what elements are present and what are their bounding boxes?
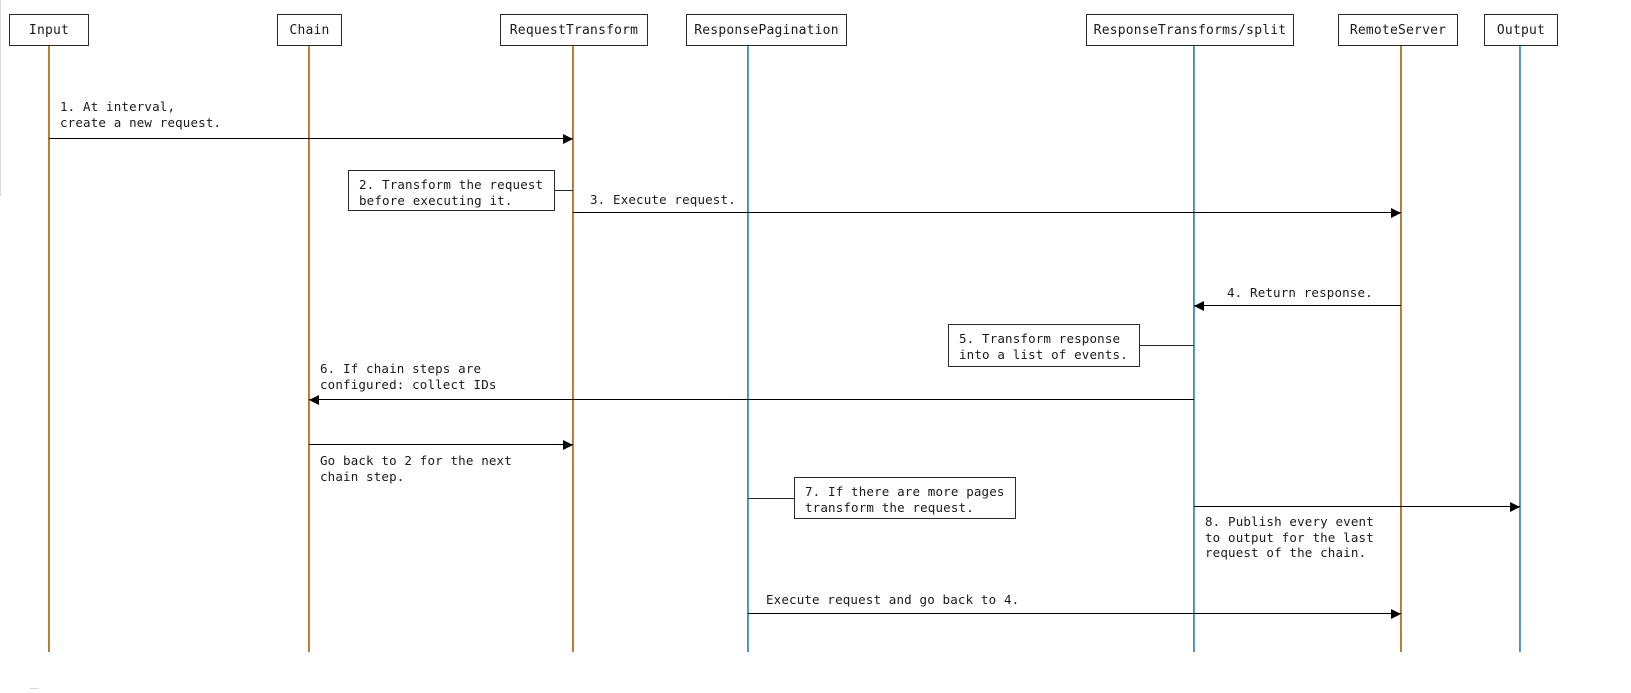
message-label-msg-goback: Go back to 2 for the next chain step.	[320, 453, 512, 484]
arrow-head-icon-msg-6	[309, 395, 319, 405]
bottom-left-edge-artifact	[30, 688, 39, 689]
note-connector-note-2	[555, 190, 573, 191]
message-label-msg-1: 1. At interval, create a new request.	[60, 99, 222, 130]
lifeline-remote_server	[1400, 46, 1402, 652]
message-label-msg-execute-again: Execute request and go back to 4.	[766, 592, 1020, 607]
message-line-msg-goback	[309, 444, 573, 445]
message-line-msg-3	[573, 212, 1401, 213]
arrow-head-icon-msg-4	[1194, 301, 1204, 311]
note-5[interactable]: 5. Transform response into a list of eve…	[948, 324, 1140, 367]
participant-input[interactable]: Input	[9, 14, 89, 46]
left-edge-artifact	[0, 0, 1, 196]
participant-output[interactable]: Output	[1484, 14, 1558, 46]
participant-chain[interactable]: Chain	[277, 14, 342, 46]
arrow-head-icon-msg-1	[563, 134, 573, 144]
message-label-msg-3: 3. Execute request.	[590, 192, 736, 207]
message-line-msg-8	[1194, 506, 1520, 507]
note-2[interactable]: 2. Transform the request before executin…	[348, 170, 555, 211]
message-line-msg-4	[1194, 305, 1401, 306]
message-line-msg-execute-again	[748, 613, 1401, 614]
lifeline-request_transform	[572, 46, 574, 652]
message-label-msg-6: 6. If chain steps are configured: collec…	[320, 361, 497, 392]
lifeline-response_pagination	[747, 46, 749, 652]
lifeline-response_transforms	[1193, 46, 1195, 652]
arrow-head-icon-msg-goback	[563, 440, 573, 450]
lifeline-input	[48, 46, 50, 652]
participant-remote_server[interactable]: RemoteServer	[1338, 14, 1458, 46]
lifeline-output	[1519, 46, 1521, 652]
message-label-msg-8: 8. Publish every event to output for the…	[1205, 514, 1374, 560]
arrow-head-icon-msg-3	[1391, 208, 1401, 218]
participant-response_transforms[interactable]: ResponseTransforms/split	[1086, 14, 1294, 46]
participant-request_transform[interactable]: RequestTransform	[500, 14, 648, 46]
lifeline-chain	[308, 46, 310, 652]
note-connector-note-7	[748, 498, 794, 499]
participant-response_pagination[interactable]: ResponsePagination	[686, 14, 847, 46]
message-line-msg-1	[49, 138, 573, 139]
note-connector-note-5	[1140, 345, 1194, 346]
note-7[interactable]: 7. If there are more pages transform the…	[794, 477, 1016, 519]
message-line-msg-6	[309, 399, 1194, 400]
arrow-head-icon-msg-8	[1510, 502, 1520, 512]
arrow-head-icon-msg-execute-again	[1391, 609, 1401, 619]
message-label-msg-4: 4. Return response.	[1227, 285, 1373, 300]
